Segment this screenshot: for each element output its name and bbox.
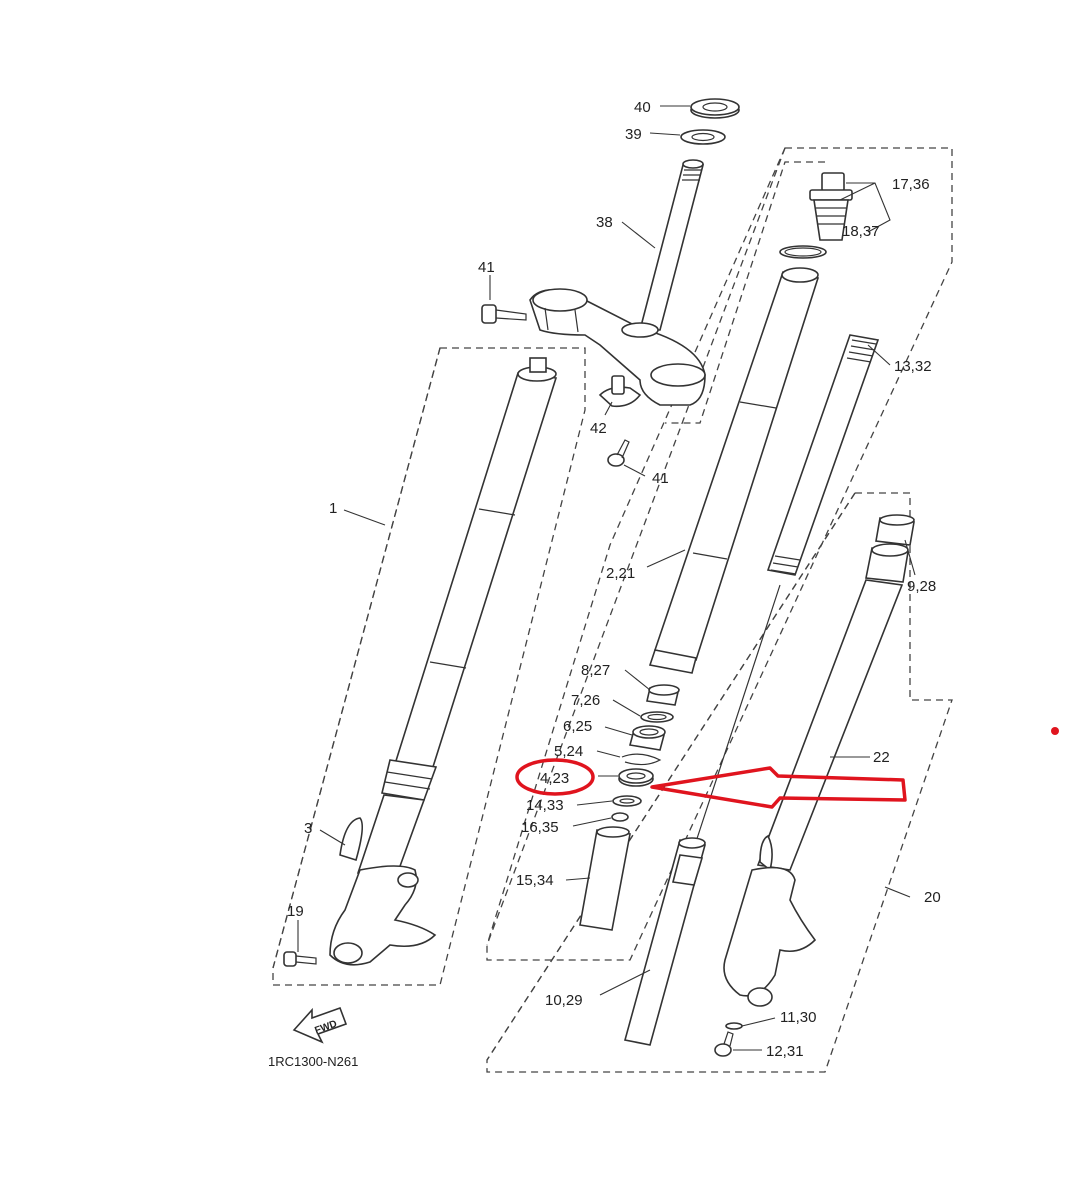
damper-rod-10-29 <box>624 837 706 1046</box>
label-2-21: 2,21 <box>606 565 635 582</box>
label-11-30: 11,30 <box>780 1009 816 1026</box>
label-3: 3 <box>304 820 312 837</box>
highlight-arrow <box>650 766 907 809</box>
bearing-race-40 <box>690 98 740 119</box>
gasket-11-30 <box>725 1022 743 1030</box>
o-ring-18-37 <box>779 245 827 259</box>
label-20: 20 <box>924 889 941 906</box>
steering-stem-38 <box>638 159 705 331</box>
label-9-28: 9,28 <box>907 578 936 595</box>
label-17-36: 17,36 <box>892 176 930 193</box>
bolt-41-top <box>481 304 527 324</box>
red-dot <box>1051 727 1059 735</box>
fwd-arrow-icon: FWD <box>292 1006 348 1044</box>
outer-tube-22 <box>723 579 904 1007</box>
label-38: 38 <box>596 214 613 231</box>
cap-bolt-17-36 <box>809 172 853 241</box>
label-10-29: 10,29 <box>545 992 583 1009</box>
label-4-23: 4,23 <box>540 770 569 787</box>
label-19: 19 <box>287 903 304 920</box>
highlight-circle <box>515 758 595 796</box>
label-15-34: 15,34 <box>516 872 554 889</box>
washer-4-23 <box>618 768 654 787</box>
oil-seal-6-25 <box>629 725 666 751</box>
bolt-41-bottom <box>607 439 630 467</box>
label-6-25: 6,25 <box>563 718 592 735</box>
clip-5-24 <box>621 753 662 766</box>
seal-washer-39 <box>680 129 726 145</box>
inner-tube-2-21 <box>648 267 820 674</box>
group-outline-inner-tube-side <box>486 147 786 946</box>
oil-lock-piece-15-34 <box>579 826 631 931</box>
drawing-code: 1RC1300-N261 <box>268 1054 358 1069</box>
lower-bracket <box>529 288 706 406</box>
bolt-12-31 <box>714 1031 734 1057</box>
label-40: 40 <box>634 99 651 116</box>
leader-lines <box>297 105 916 1051</box>
label-14-33: 14,33 <box>526 797 564 814</box>
dust-seal-8-27 <box>646 684 680 706</box>
label-13-32: 13,32 <box>894 358 932 375</box>
label-8-27: 8,27 <box>581 662 610 679</box>
group-outline-inner-tube <box>486 147 953 961</box>
stopper-ring-7-26 <box>640 711 674 723</box>
collar-16-35 <box>611 812 629 822</box>
slide-bushing-9-28 <box>865 514 915 583</box>
label-5-24: 5,24 <box>554 743 583 760</box>
fork-spring-13-32 <box>689 334 880 861</box>
label-18-37: 18,37 <box>842 223 880 240</box>
label-1: 1 <box>329 500 337 517</box>
bolt-19 <box>283 951 317 967</box>
left-fork-assembly <box>329 357 558 966</box>
label-16-35: 16,35 <box>521 819 559 836</box>
label-39: 39 <box>625 126 642 143</box>
group-outline-right-fork-side <box>486 492 856 1061</box>
nut-42 <box>598 375 642 408</box>
label-42: 42 <box>590 420 607 437</box>
label-7-26: 7,26 <box>571 692 600 709</box>
label-12-31: 12,31 <box>766 1043 804 1060</box>
piston-ring-14-33 <box>612 795 642 807</box>
label-41-bottom: 41 <box>652 470 669 487</box>
label-22: 22 <box>873 749 890 766</box>
label-41-top: 41 <box>478 259 495 276</box>
